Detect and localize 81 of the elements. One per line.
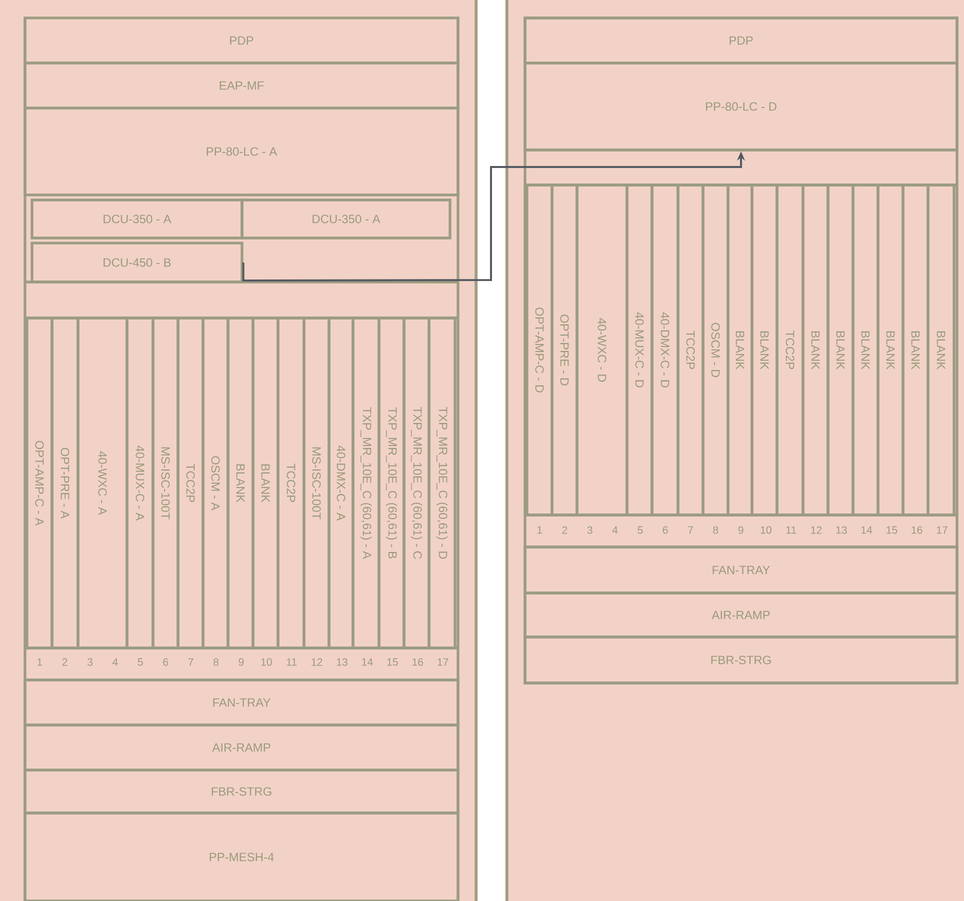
card-slot: 40-WXC - D: [576, 184, 628, 516]
card-slot: BLANK: [826, 184, 854, 516]
card-slot: BLANK: [802, 184, 830, 516]
slot-number: 14: [861, 526, 872, 534]
card-slot: BLANK: [902, 184, 930, 516]
card-slot: TXP_MR_10E_C (60,61) - A: [352, 316, 380, 650]
slot-number: 5: [138, 658, 143, 666]
card-slot: 40-WXC - A: [76, 316, 128, 650]
card-slot: BLANK: [226, 316, 254, 650]
module-box: FAN-TRAY: [524, 546, 958, 594]
card-slot: BLANK: [852, 184, 880, 516]
module-box: AIR-RAMP: [524, 592, 958, 638]
slot-number: 4: [612, 526, 618, 534]
slot-number: 15: [387, 658, 398, 666]
slot-number: 10: [760, 526, 772, 534]
slot-number: 3: [587, 526, 592, 534]
module-box: EAP-MF: [24, 62, 460, 110]
module-box: PDP: [524, 16, 958, 64]
slot-number: 1: [37, 658, 42, 666]
slot-number: 11: [786, 526, 796, 534]
module-box: DCU-350 - A: [240, 198, 452, 240]
card-slot: MS-ISC-100T: [302, 316, 330, 650]
slot-number: 4: [112, 658, 118, 666]
slot-number: 8: [713, 526, 718, 534]
card-slot: OSCM - A: [202, 316, 230, 650]
slot-number: 3: [87, 658, 92, 666]
slot-number: 8: [214, 658, 218, 666]
slot-number: 17: [438, 658, 448, 666]
slot-number: 14: [362, 658, 373, 666]
card-slot: TCC2P: [776, 184, 804, 516]
slot-number: 5: [638, 526, 643, 534]
card-slot: TCC2P: [676, 184, 704, 516]
card-slot: BLANK: [726, 184, 754, 516]
card-slot: TCC2P: [176, 316, 204, 650]
slot-number: 6: [662, 526, 668, 534]
slot-number: 10: [261, 658, 272, 666]
card-slot: OSCM - D: [702, 184, 730, 516]
slot-number: 2: [562, 526, 568, 534]
card-slot: BLANK: [252, 316, 280, 650]
slot-number: 13: [836, 526, 847, 534]
slot-number: 15: [886, 526, 898, 534]
card-slot: OPT-AMP-C - A: [26, 316, 54, 650]
card-slot: TCC2P: [276, 316, 306, 650]
module-box: DCU-350 - A: [30, 198, 244, 240]
slot-number: 12: [312, 658, 322, 666]
card-slot: OPT-PRE - A: [50, 316, 80, 650]
card-slot: BLANK: [876, 184, 904, 516]
card-slot: BLANK: [750, 184, 778, 516]
module-box: FBR-STRG: [524, 636, 958, 684]
card-slot: TXP_MR_10E_C (60,61) - B: [378, 316, 406, 650]
module-box: FBR-STRG: [24, 768, 460, 814]
card-slot: OPT-AMP-C - D: [526, 184, 554, 516]
card-slot: MS-ISC-100T: [152, 316, 180, 650]
slot-number: 9: [238, 658, 244, 666]
card-slot: BLANK: [926, 184, 956, 516]
slot-number: 2: [62, 658, 68, 666]
slot-number: 6: [163, 658, 168, 666]
slot-number: 7: [688, 526, 693, 534]
slot-number: 16: [412, 658, 424, 666]
card-slot: OPT-PRE - D: [550, 184, 578, 516]
module-box: PP-MESH-4: [24, 812, 460, 901]
module-box: AIR-RAMP: [24, 724, 460, 772]
slot-number: 16: [912, 526, 922, 534]
module-box: FAN-TRAY: [24, 678, 460, 726]
slot-number: 9: [738, 526, 744, 534]
slot-number: 7: [188, 658, 194, 666]
card-slot: 40-DMX-C - D: [650, 184, 680, 516]
card-slot: 40-MUX-C - D: [626, 184, 654, 516]
module-box: PP-80-LC - A: [24, 106, 460, 196]
slot-number: 11: [286, 658, 297, 666]
card-slot: 40-DMX-C - A: [328, 316, 354, 650]
card-slot: 40-MUX-C - A: [126, 316, 154, 650]
slot-number: 13: [336, 658, 348, 666]
slot-number: 1: [537, 526, 542, 534]
module-box: PDP: [24, 16, 460, 64]
module-box: PP-80-LC - D: [524, 62, 958, 152]
slot-number: 17: [936, 526, 948, 534]
card-slot: TXP_MR_10E_C (60,61) - D: [428, 316, 456, 650]
card-slot: TXP_MR_10E_C (60,61) - C: [402, 316, 430, 650]
slot-number: 12: [811, 526, 822, 534]
module-box: DCU-450 - B: [30, 242, 244, 284]
